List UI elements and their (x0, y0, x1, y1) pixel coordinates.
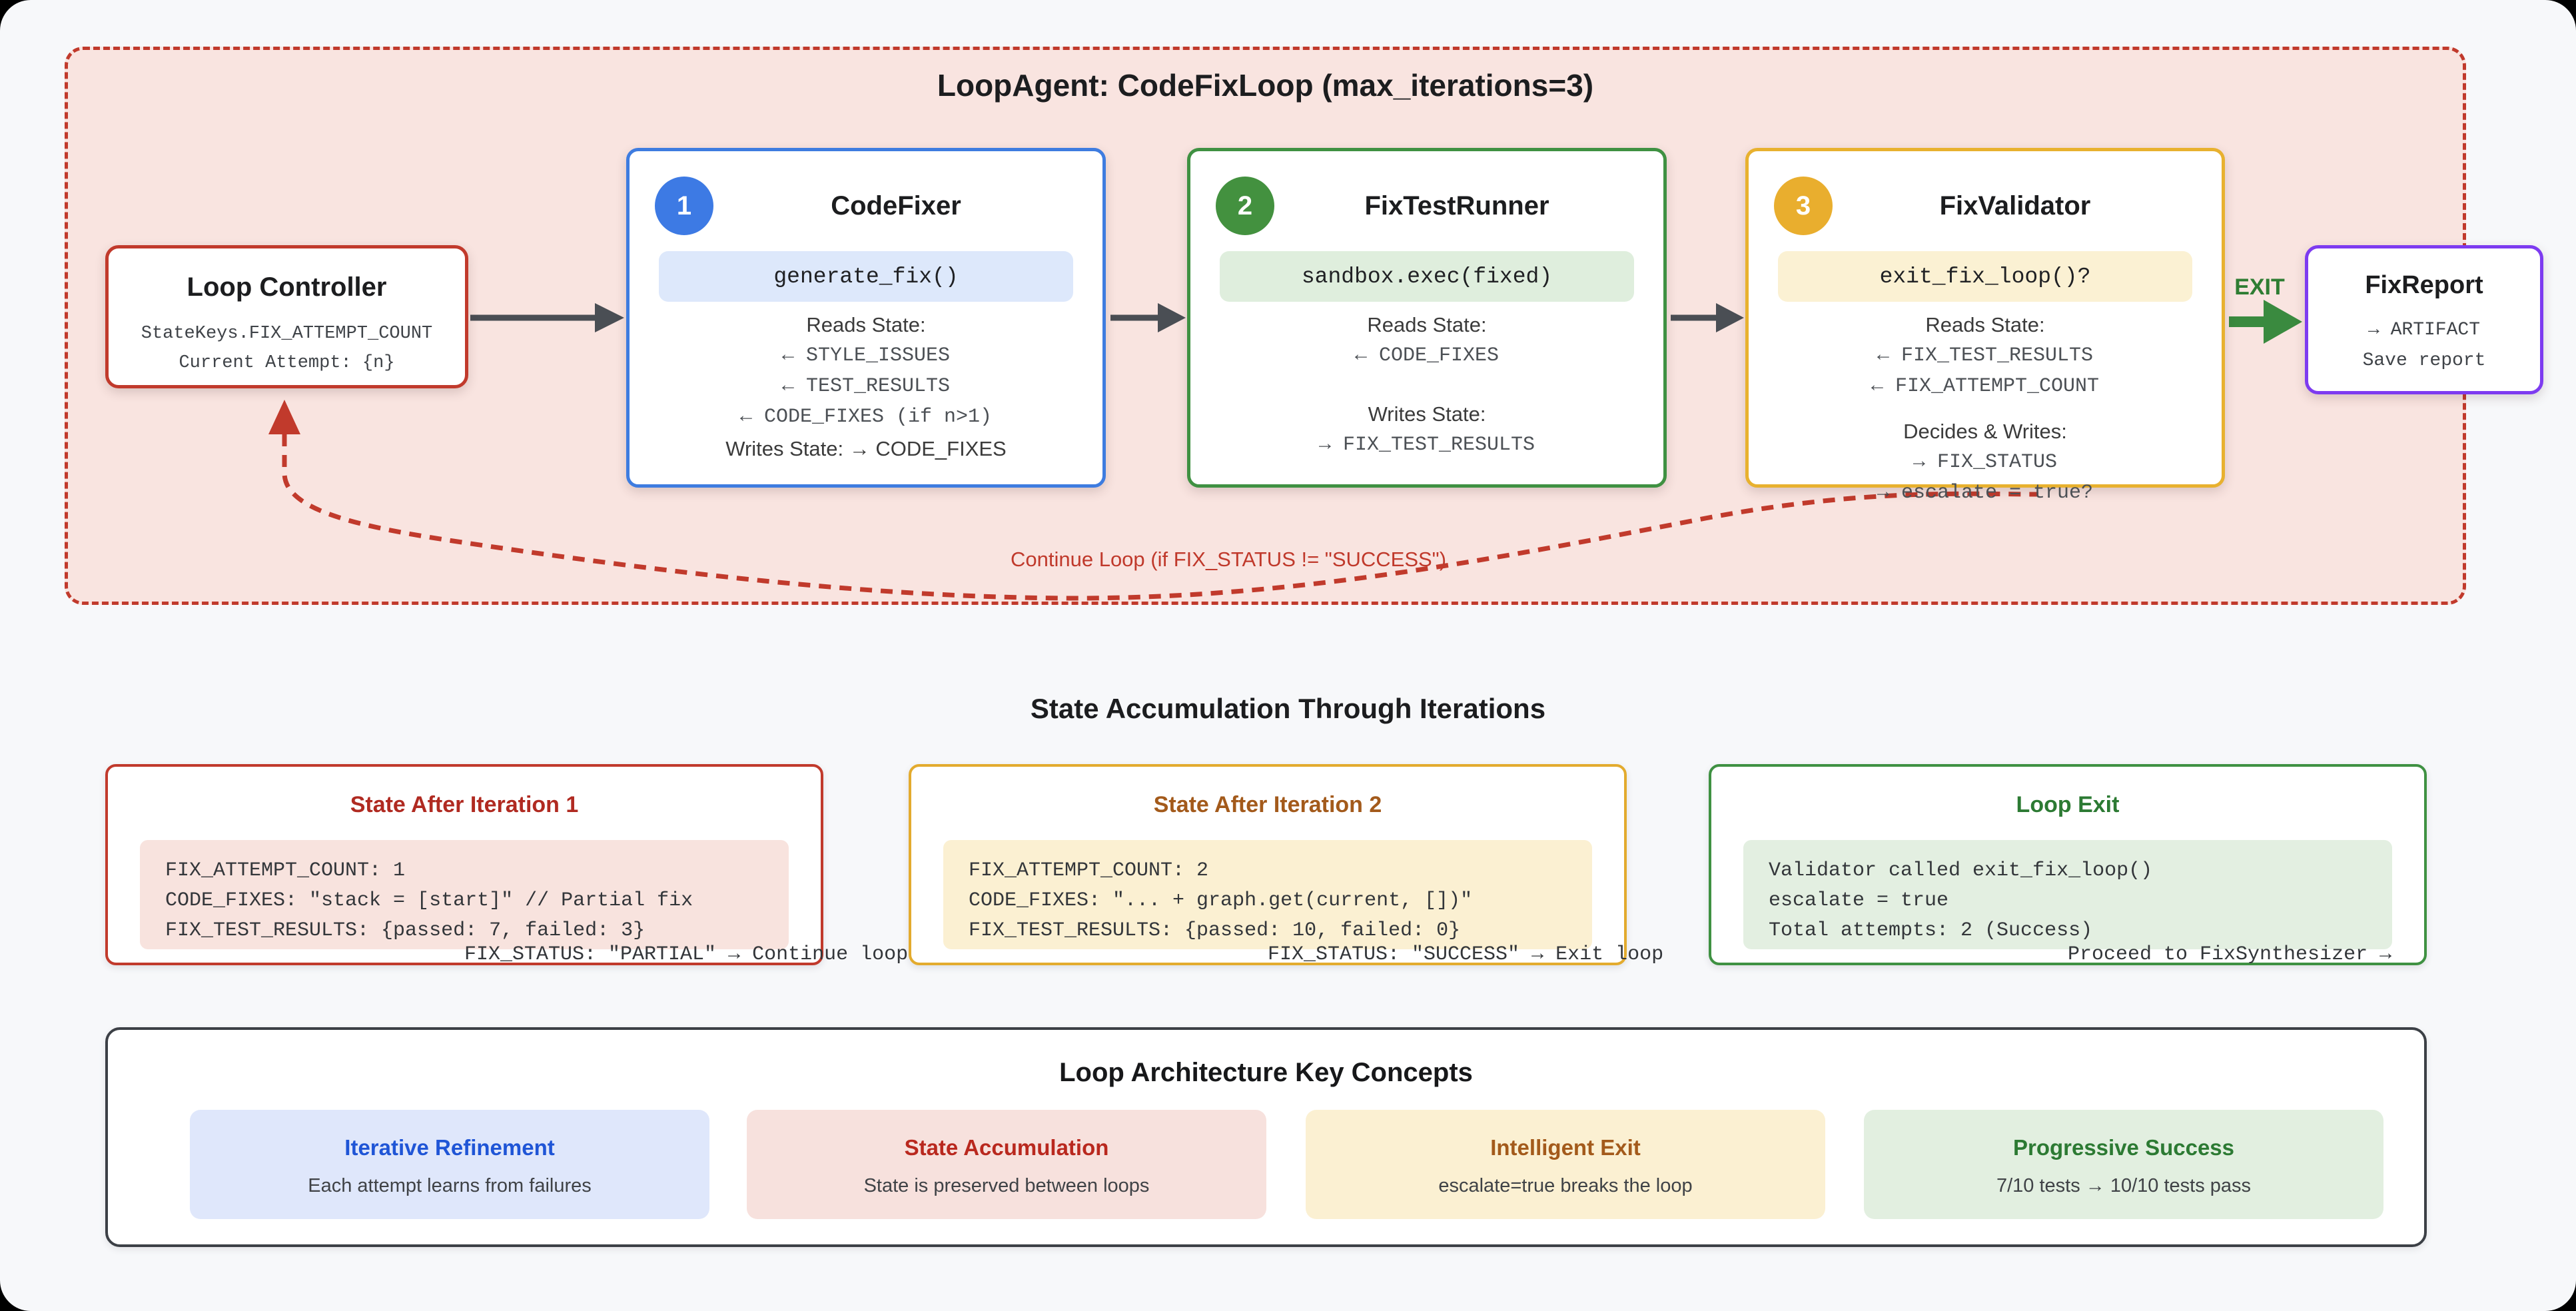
decides-writes-label: Decides & Writes: (1903, 420, 2067, 443)
controller-state-key: StateKeys.FIX_ATTEMPT_COUNT (141, 324, 433, 344)
codefixer-method-pill: generate_fix() (659, 251, 1073, 302)
state-box-title: State After Iteration 2 (1153, 792, 1382, 817)
reads-state-label: Reads State: (806, 313, 926, 336)
state-overflow-line: FIX_STATUS: "SUCCESS" → Exit loop (1268, 943, 1664, 966)
concept-desc: 7/10 tests → 10/10 tests pass (1996, 1175, 2252, 1196)
state-overflow-line: FIX_STATUS: "PARTIAL" → Continue loop (464, 943, 909, 966)
controller-current-attempt: Current Attempt: {n} (179, 353, 395, 373)
state-code-block: Validator called exit_fix_loop() escalat… (1743, 840, 2392, 949)
key-concepts-panel: Loop Architecture Key Concepts Iterative… (105, 1027, 2427, 1247)
fixvalidator-method-pill: exit_fix_loop()? (1778, 251, 2192, 302)
loop-title: LoopAgent: CodeFixLoop (max_iterations=3… (937, 68, 1594, 103)
continue-loop-label: Continue Loop (if FIX_STATUS != "SUCCESS… (1011, 548, 1447, 571)
concept-desc: Each attempt learns from failures (308, 1175, 592, 1196)
fixtestrunner-method-pill: sandbox.exec(fixed) (1220, 251, 1634, 302)
concept-progressive-success: Progressive Success 7/10 tests → 10/10 t… (1864, 1110, 2383, 1219)
writes-state-label: Writes State: (1368, 402, 1486, 426)
key-concepts-title: Loop Architecture Key Concepts (1059, 1058, 1473, 1087)
writes-item: → FIX_TEST_RESULTS (1318, 434, 1535, 456)
reads-item: ← FIX_ATTEMPT_COUNT (1871, 375, 2100, 398)
reads-state-label: Reads State: (1925, 313, 2045, 336)
exit-label: EXIT (2234, 274, 2285, 300)
fixvalidator-title: FixValidator (1939, 191, 2091, 220)
reads-state-label: Reads State: (1367, 313, 1487, 336)
step-3-badge: 3 (1774, 177, 1833, 235)
state-overflow-line: Proceed to FixSynthesizer → (2068, 943, 2392, 966)
concept-title: Intelligent Exit (1490, 1135, 1641, 1160)
loop-controller-title: Loop Controller (187, 272, 387, 302)
fixreport-save-line: Save report (2362, 350, 2486, 371)
state-line: escalate = true (1769, 889, 1949, 912)
loop-controller-card: Loop Controller StateKeys.FIX_ATTEMPT_CO… (105, 245, 468, 388)
reads-item: ← CODE_FIXES (1354, 344, 1500, 367)
concept-state-accumulation: State Accumulation State is preserved be… (747, 1110, 1266, 1219)
state-line: CODE_FIXES: "... + graph.get(current, []… (969, 889, 1473, 912)
fix-report-card: FixReport → ARTIFACT Save report (2305, 245, 2543, 394)
state-line: Validator called exit_fix_loop() (1769, 859, 2153, 882)
concept-title: Iterative Refinement (344, 1135, 555, 1160)
reads-item: ← FIX_TEST_RESULTS (1877, 344, 2094, 367)
state-box-iteration-2: State After Iteration 2 FIX_ATTEMPT_COUN… (909, 764, 1663, 966)
state-line: FIX_TEST_RESULTS: {passed: 10, failed: 0… (969, 919, 1461, 942)
state-line: FIX_ATTEMPT_COUNT: 2 (969, 859, 1209, 882)
state-box-loop-exit: Loop Exit Validator called exit_fix_loop… (1709, 764, 2427, 966)
state-code-block: FIX_ATTEMPT_COUNT: 1 CODE_FIXES: "stack … (140, 840, 789, 949)
state-line: Total attempts: 2 (Success) (1769, 919, 2093, 942)
state-code-block: FIX_ATTEMPT_COUNT: 2 CODE_FIXES: "... + … (943, 840, 1592, 949)
agent-card-fixvalidator: 3 FixValidator exit_fix_loop()? Reads St… (1745, 148, 2225, 504)
state-box-title: Loop Exit (2016, 792, 2120, 817)
fixtestrunner-title: FixTestRunner (1364, 191, 1549, 220)
codefixer-title: CodeFixer (831, 191, 961, 220)
fixreport-artifact-line: → ARTIFACT (2367, 320, 2481, 340)
step-1-badge: 1 (655, 177, 713, 235)
state-line: CODE_FIXES: "stack = [start]" // Partial… (165, 889, 693, 912)
concept-title: Progressive Success (2012, 1135, 2235, 1160)
concept-title: State Accumulation (904, 1135, 1109, 1160)
state-box-iteration-1: State After Iteration 1 FIX_ATTEMPT_COUN… (105, 764, 908, 966)
writes-item: → escalate = true? (1877, 482, 2094, 504)
state-line: FIX_ATTEMPT_COUNT: 1 (165, 859, 406, 882)
concept-desc: State is preserved between loops (863, 1175, 1150, 1196)
agent-card-codefixer: 1 CodeFixer generate_fix() Reads State: … (626, 148, 1106, 488)
concept-desc: escalate=true breaks the loop (1438, 1175, 1693, 1196)
agent-card-fixtestrunner: 2 FixTestRunner sandbox.exec(fixed) Read… (1187, 148, 1667, 488)
state-box-title: State After Iteration 1 (350, 792, 579, 817)
reads-item: ← CODE_FIXES (if n>1) (739, 406, 993, 428)
concept-intelligent-exit: Intelligent Exit escalate=true breaks th… (1306, 1110, 1825, 1219)
concept-iterative-refinement: Iterative Refinement Each attempt learns… (190, 1110, 709, 1219)
reads-item: ← TEST_RESULTS (781, 375, 951, 398)
step-2-badge: 2 (1216, 177, 1274, 235)
fixreport-title: FixReport (2365, 271, 2483, 299)
reads-item: ← STYLE_ISSUES (781, 344, 951, 367)
state-section-title: State Accumulation Through Iterations (1030, 693, 1546, 724)
writes-item: → FIX_STATUS (1913, 451, 2058, 474)
state-line: FIX_TEST_RESULTS: {passed: 7, failed: 3} (165, 919, 645, 942)
writes-state-line: Writes State: → CODE_FIXES (725, 437, 1007, 460)
